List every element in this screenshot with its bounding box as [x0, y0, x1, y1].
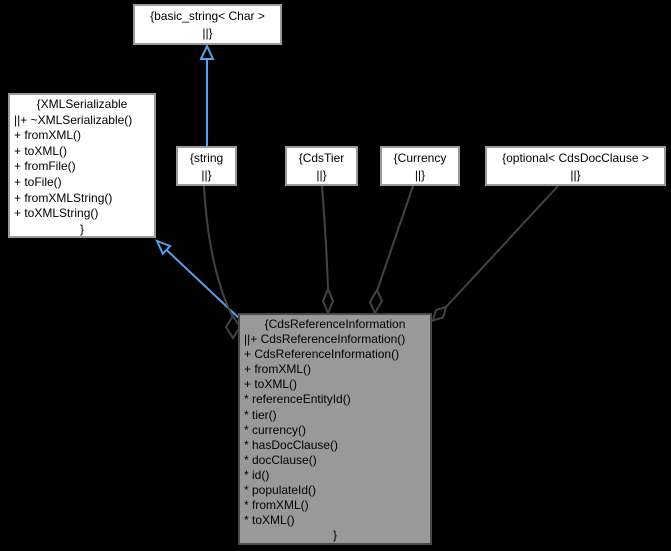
class-node-line: {optional< CdsDocClause >	[502, 151, 649, 165]
class-node-line: * populateId()	[244, 483, 317, 498]
class-node-line: ||+ ~XMLSerializable()	[14, 112, 133, 127]
class-node-line: + toXMLString()	[14, 206, 99, 221]
class-node-basic-string[interactable]: {basic_string< Char > ||}	[133, 4, 282, 45]
class-node-line: + fromFile()	[14, 159, 76, 174]
inheritance-arrowhead-icon	[155, 239, 172, 256]
class-node-line: }	[332, 528, 337, 543]
edge-inheritance-string-to-basic-string	[199, 43, 215, 146]
class-node-line: * docClause()	[244, 452, 317, 467]
class-node-line: + toXML()	[14, 143, 68, 158]
class-node-line: ||}	[414, 168, 426, 182]
aggregation-diamond-icon	[368, 287, 384, 316]
class-node-line: + fromXMLString()	[14, 190, 113, 205]
class-node-line: * toXML()	[244, 513, 295, 528]
class-node-line: {basic_string< Char >	[150, 9, 265, 23]
class-node-line: ||}	[316, 168, 327, 182]
class-node-line: ||}	[202, 26, 213, 40]
class-node-currency[interactable]: {Currency ||}	[380, 146, 460, 186]
edge-aggregation-optional-to-cdsref	[431, 185, 559, 322]
class-node-line: + fromXML()	[14, 128, 82, 143]
class-node-line: + toXML()	[244, 377, 298, 392]
class-node-line: * referenceEntityId()	[244, 392, 351, 407]
class-node-line: {CdsReferenceInformation	[264, 317, 406, 331]
class-node-line: + CdsReferenceInformation()	[244, 347, 400, 362]
class-node-line: {string	[189, 151, 224, 165]
edge-aggregation-currency-to-cdsref	[368, 185, 414, 316]
class-node-line: ||}	[201, 168, 212, 182]
aggregation-diamond-icon	[224, 314, 242, 340]
class-node-line: {XMLSerializable	[36, 97, 128, 111]
class-node-xmlserializable[interactable]: {XMLSerializable ||+ ~XMLSerializable() …	[8, 93, 156, 238]
class-node-line: + toFile()	[14, 174, 62, 189]
class-node-line: }	[79, 221, 84, 236]
class-node-line: + fromXML()	[244, 362, 312, 377]
class-node-cdstier[interactable]: {CdsTier ||}	[285, 146, 358, 186]
class-node-line: ||}	[570, 168, 581, 182]
class-node-line: * currency()	[244, 422, 307, 437]
class-node-line: * hasDocClause()	[244, 437, 339, 452]
edge-aggregation-string-to-cdsref	[203, 185, 242, 340]
class-node-line: {CdsTier	[298, 151, 345, 165]
class-node-line: * tier()	[244, 407, 277, 422]
aggregation-diamond-icon	[431, 305, 448, 322]
class-node-line: ||+ CdsReferenceInformation()	[244, 332, 406, 347]
class-node-line: * fromXML()	[244, 498, 309, 513]
edge-aggregation-cdstier-to-cdsref	[321, 185, 335, 316]
class-node-string[interactable]: {string ||}	[176, 146, 237, 186]
class-node-line: {Currency	[393, 151, 447, 165]
inheritance-arrowhead-icon	[199, 43, 215, 60]
aggregation-diamond-icon	[321, 286, 335, 316]
class-node-optional-cdsdocclause[interactable]: {optional< CdsDocClause > ||}	[485, 146, 666, 186]
class-node-cdsreferenceinformation: {CdsReferenceInformation ||+ CdsReferenc…	[238, 313, 432, 545]
class-node-line: * id()	[244, 467, 270, 482]
